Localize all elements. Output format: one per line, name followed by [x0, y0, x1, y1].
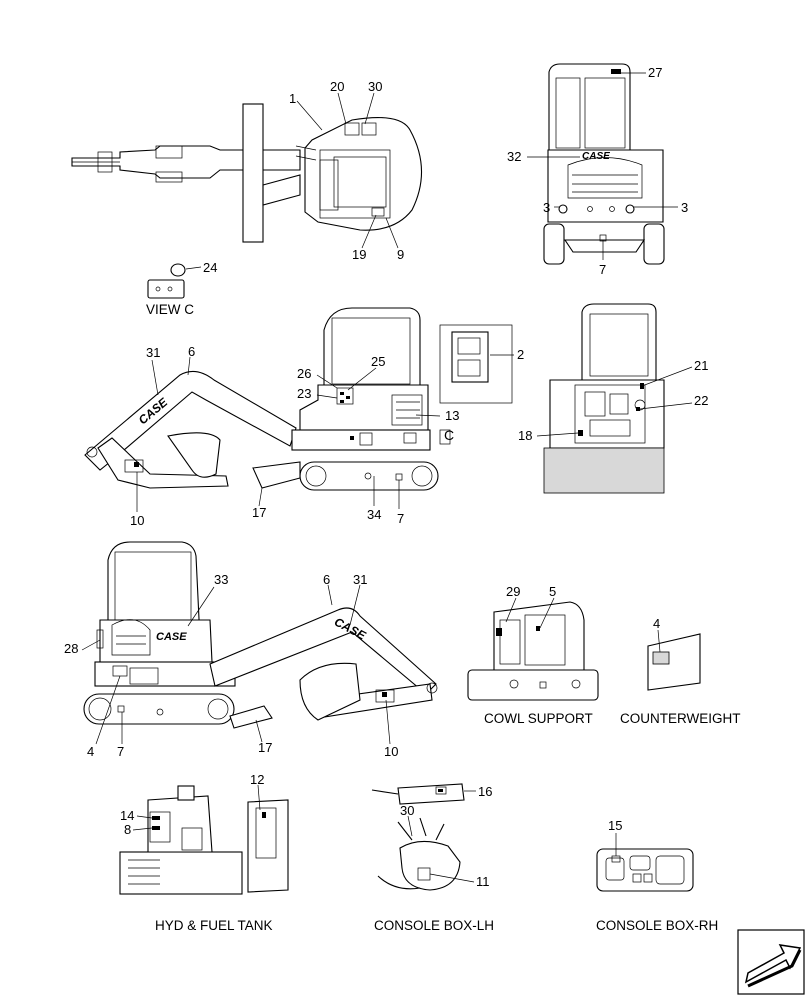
console-rh-caption: CONSOLE BOX-RH [596, 918, 718, 933]
callout-23: 23 [297, 386, 311, 401]
callout-1: 1 [289, 91, 296, 106]
cowl-support-caption: COWL SUPPORT [484, 711, 593, 726]
callout-20: 20 [330, 79, 344, 94]
callout-31-left: 31 [146, 345, 160, 360]
counterweight-view: 4 COUNTERWEIGHT [620, 616, 741, 726]
next-page-arrow-icon[interactable] [737, 929, 805, 995]
callout-22: 22 [694, 393, 708, 408]
top-view [71, 103, 423, 243]
callout-33: 33 [214, 572, 228, 587]
top-view-callouts: 1 20 30 19 9 [289, 79, 404, 262]
callout-29: 29 [506, 584, 520, 599]
callout-2: 2 [517, 347, 524, 362]
rear-view: CASE [543, 63, 665, 265]
callout-25: 25 [371, 354, 385, 369]
callout-13: 13 [445, 408, 459, 423]
rear-open-view [543, 303, 665, 494]
callout-15: 15 [608, 818, 622, 833]
view-c-reference-mark: C [444, 427, 454, 443]
callout-4-right: 4 [87, 744, 94, 759]
rear-open-callouts: 21 22 18 [518, 358, 708, 443]
callout-12: 12 [250, 772, 264, 787]
callout-10-left: 10 [130, 513, 144, 528]
callout-7-left: 7 [397, 511, 404, 526]
callout-6-left: 6 [188, 344, 195, 359]
callout-28: 28 [64, 641, 78, 656]
callout-7-rear: 7 [599, 262, 606, 277]
cowl-support-view: 29 5 COWL SUPPORT [467, 584, 599, 726]
view-c-detail: 24 VIEW C [146, 260, 217, 317]
callout-27: 27 [648, 65, 662, 80]
callout-11: 11 [476, 874, 490, 889]
callout-14: 14 [120, 808, 134, 823]
callout-26: 26 [297, 366, 311, 381]
rear-brand-marking: CASE [582, 151, 610, 162]
callout-18: 18 [518, 428, 532, 443]
view-c-caption: VIEW C [146, 302, 194, 317]
console-lh-view: 16 30 11 CONSOLE BOX-LH [371, 783, 494, 933]
callout-6-right: 6 [323, 572, 330, 587]
hyd-fuel-tank-caption: HYD & FUEL TANK [155, 918, 273, 933]
console-lh-caption: CONSOLE BOX-LH [374, 918, 494, 933]
callout-31-right: 31 [353, 572, 367, 587]
callout-17-right: 17 [258, 740, 272, 755]
callout-9: 9 [397, 247, 404, 262]
right-side-callouts: 33 6 31 28 4 7 17 10 [64, 572, 398, 759]
counterweight-caption: COUNTERWEIGHT [620, 711, 741, 726]
callout-7-right: 7 [117, 744, 124, 759]
callout-34: 34 [367, 507, 381, 522]
callout-24: 24 [203, 260, 217, 275]
callout-5: 5 [549, 584, 556, 599]
callout-30: 30 [368, 79, 382, 94]
callout-4-counterweight: 4 [653, 616, 660, 631]
callout-21: 21 [694, 358, 708, 373]
callout-32: 32 [507, 149, 521, 164]
right-side-view: CASE CASE [83, 541, 438, 729]
callout-17-left: 17 [252, 505, 266, 520]
callout-10-right: 10 [384, 744, 398, 759]
hyd-fuel-tank-view: 12 14 8 HYD & FUEL TANK [119, 772, 289, 933]
callout-3-right: 3 [681, 200, 688, 215]
callout-8: 8 [124, 822, 131, 837]
console-rh-view: 15 CONSOLE BOX-RH [596, 818, 718, 933]
callout-3-left: 3 [543, 200, 550, 215]
left-side-callouts: 31 6 26 25 23 2 13 10 17 34 7 C [130, 344, 524, 528]
left-side-view: CASE [84, 307, 513, 491]
callout-16: 16 [478, 784, 492, 799]
right-cab-brand-marking: CASE [156, 631, 187, 643]
callout-19: 19 [352, 247, 366, 262]
callout-30-console: 30 [400, 803, 414, 818]
rear-view-callouts: 27 32 3 3 7 [507, 65, 688, 277]
